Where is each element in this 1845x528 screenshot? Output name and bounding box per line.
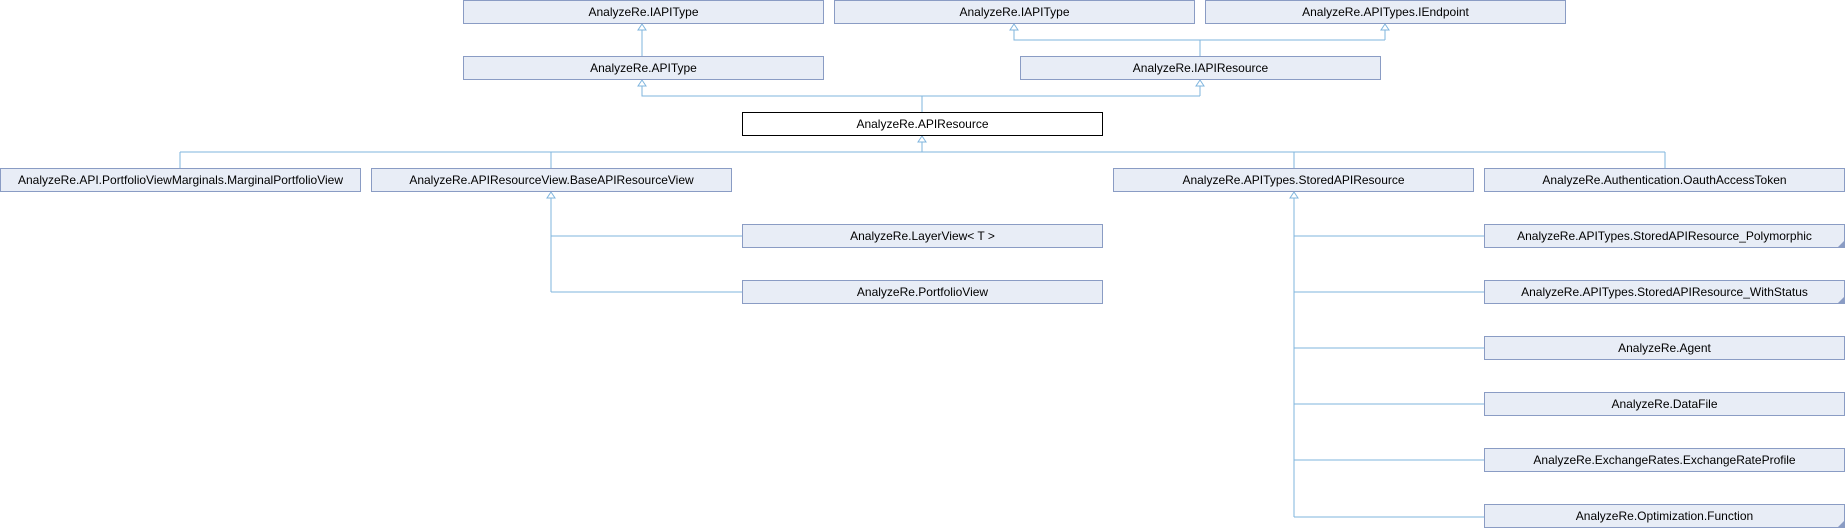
node-iapitype-right[interactable]: AnalyzeRe.IAPIType (834, 0, 1195, 24)
node-label: AnalyzeRe.DataFile (1611, 397, 1718, 411)
node-label: AnalyzeRe.APITypes.StoredAPIResource (1182, 173, 1405, 187)
node-label: AnalyzeRe.IAPIType (588, 5, 699, 19)
node-base-api-resource-view[interactable]: AnalyzeRe.APIResourceView.BaseAPIResourc… (371, 168, 732, 192)
node-stored-with-status[interactable]: AnalyzeRe.APITypes.StoredAPIResource_Wit… (1484, 280, 1845, 304)
node-label: AnalyzeRe.LayerView< T > (850, 229, 995, 243)
node-label: AnalyzeRe.APIResource (856, 117, 989, 131)
node-label: AnalyzeRe.PortfolioView (856, 285, 989, 299)
node-apitype[interactable]: AnalyzeRe.APIType (463, 56, 824, 80)
node-oauth-access-token[interactable]: AnalyzeRe.Authentication.OauthAccessToke… (1484, 168, 1845, 192)
node-layer-view[interactable]: AnalyzeRe.LayerView< T > (742, 224, 1103, 248)
node-label: AnalyzeRe.APITypes.IEndpoint (1302, 5, 1469, 19)
node-marginal-portfolio-view[interactable]: AnalyzeRe.API.PortfolioViewMarginals.Mar… (0, 168, 361, 192)
node-stored-polymorphic[interactable]: AnalyzeRe.APITypes.StoredAPIResource_Pol… (1484, 224, 1845, 248)
node-optimization-function[interactable]: AnalyzeRe.Optimization.Function (1484, 504, 1845, 528)
node-label: AnalyzeRe.Agent (1618, 341, 1711, 355)
node-label: AnalyzeRe.APIResourceView.BaseAPIResourc… (409, 173, 694, 187)
node-label: AnalyzeRe.Optimization.Function (1575, 509, 1754, 523)
node-iapitype-left[interactable]: AnalyzeRe.IAPIType (463, 0, 824, 24)
node-stored-api-resource[interactable]: AnalyzeRe.APITypes.StoredAPIResource (1113, 168, 1474, 192)
node-iendpoint[interactable]: AnalyzeRe.APITypes.IEndpoint (1205, 0, 1566, 24)
node-label: AnalyzeRe.ExchangeRates.ExchangeRateProf… (1533, 453, 1796, 467)
node-label: AnalyzeRe.Authentication.OauthAccessToke… (1542, 173, 1787, 187)
node-label: AnalyzeRe.IAPIType (959, 5, 1070, 19)
node-exchange-rate-profile[interactable]: AnalyzeRe.ExchangeRates.ExchangeRateProf… (1484, 448, 1845, 472)
node-label: AnalyzeRe.API.PortfolioViewMarginals.Mar… (17, 173, 344, 187)
node-apiresource-current: AnalyzeRe.APIResource (742, 112, 1103, 136)
node-label: AnalyzeRe.IAPIResource (1132, 61, 1269, 75)
node-label: AnalyzeRe.APITypes.StoredAPIResource_Pol… (1517, 229, 1812, 243)
node-agent[interactable]: AnalyzeRe.Agent (1484, 336, 1845, 360)
node-data-file[interactable]: AnalyzeRe.DataFile (1484, 392, 1845, 416)
node-iapiresource[interactable]: AnalyzeRe.IAPIResource (1020, 56, 1381, 80)
node-label: AnalyzeRe.APITypes.StoredAPIResource_Wit… (1521, 285, 1808, 299)
node-portfolio-view[interactable]: AnalyzeRe.PortfolioView (742, 280, 1103, 304)
node-label: AnalyzeRe.APIType (590, 61, 697, 75)
